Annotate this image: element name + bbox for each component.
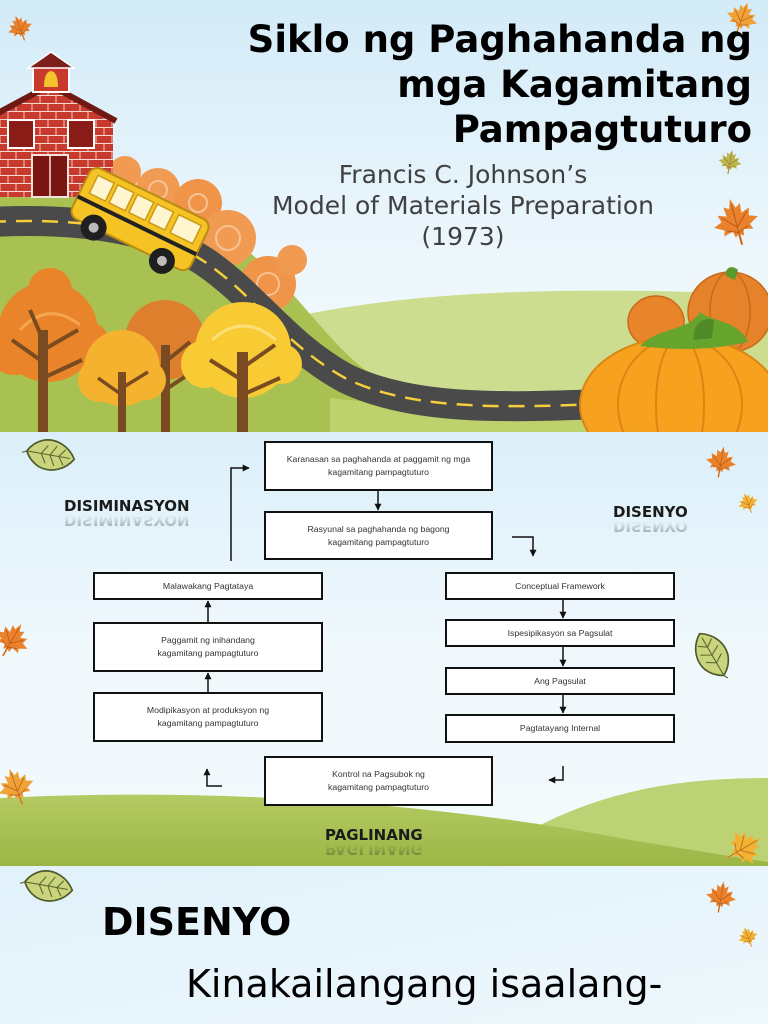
box-text-line: Ang Pagsulat xyxy=(534,675,586,686)
bell-icon xyxy=(44,71,58,87)
title-slide: Siklo ng Paghahanda ng mga Kagamitang Pa… xyxy=(0,0,768,432)
phase-label-disiminasyon: DISIMINASYON xyxy=(64,497,190,515)
phase-label-disenyo: DISENYO xyxy=(613,503,688,521)
autumn-tree-icon xyxy=(181,302,302,432)
flow-arrows xyxy=(203,464,567,787)
box-text-line: Conceptual Framework xyxy=(515,580,605,591)
slide-heading: DISENYO xyxy=(102,900,292,944)
box-text-line: Karanasan sa paghahanda at paggamit ng m… xyxy=(286,454,471,464)
box-text-line: Modipikasyon at produksyon ng xyxy=(146,705,270,715)
subtitle-line: Francis C. Johnson’s xyxy=(338,160,588,189)
box-text-line: Paggamit ng inihandang xyxy=(161,635,255,645)
text-slide-background xyxy=(0,866,768,1024)
box-text-line: kagamitang pampagtuturo xyxy=(328,536,429,547)
box-ispesipikasyon: Ispesipikasyon sa Pagsulat xyxy=(445,619,675,647)
school-bus-icon xyxy=(70,167,210,274)
arrow-icon xyxy=(203,768,222,787)
slide-title-line: Pampagtuturo xyxy=(452,108,752,151)
box-pagtatayang-internal: Pagtatayang Internal xyxy=(445,714,675,743)
box-text-line: kagamitang pampagtuturo xyxy=(328,782,429,792)
box-text-line: Rasyunal sa paghahanda ng bagong xyxy=(307,523,450,534)
box-text-line: kagamitang pampagtuturo xyxy=(157,648,259,658)
subtitle-line: (1973) xyxy=(421,222,505,251)
box-modipikasyon: Modipikasyon at produksyon ng kagamitang… xyxy=(93,692,323,742)
pumpkin-icon xyxy=(579,267,768,432)
box-karanasan: Karanasan sa paghahanda at paggamit ng m… xyxy=(264,441,493,491)
diagram-slide: DISIMINASYON DISENYO PAGLINANG Karanasan… xyxy=(0,432,768,866)
slide-title-line: mga Kagamitang xyxy=(397,63,752,106)
box-malawakang-pagtataya: Malawakang Pagtataya xyxy=(93,572,323,600)
box-text-line: Kontrol na Pagsubok ng xyxy=(332,769,425,779)
box-rasyunal: Rasyunal sa paghahanda ng bagong kagamit… xyxy=(264,511,493,560)
box-text-line: kagamitang pampagtuturo xyxy=(328,467,429,477)
phase-label-paglinang: PAGLINANG xyxy=(325,826,423,844)
autumn-tree-icon xyxy=(78,330,166,432)
slide-title: Siklo ng Paghahanda ng mga Kagamitang Pa… xyxy=(192,17,752,152)
arrow-icon xyxy=(548,766,564,784)
box-kontrol: Kontrol na Pagsubok ng kagamitang pampag… xyxy=(264,756,493,806)
arrow-icon xyxy=(230,464,250,561)
subtitle-line: Model of Materials Preparation xyxy=(271,191,654,220)
school-house-icon xyxy=(0,51,118,198)
text-slide: DISENYO Kinakailangang isaalang- xyxy=(0,866,768,1024)
box-text-line: Malawakang Pagtataya xyxy=(162,580,254,591)
slide-body-text: Kinakailangang isaalang- xyxy=(186,962,663,1006)
front-hill xyxy=(0,794,768,866)
title-slide-illustration xyxy=(0,0,768,432)
sky-background xyxy=(0,866,768,1024)
box-ang-pagsulat: Ang Pagsulat xyxy=(445,667,675,695)
box-text-line: kagamitang pampagtuturo xyxy=(157,718,259,728)
box-text-line: Ispesipikasyon sa Pagsulat xyxy=(507,627,613,638)
arrow-icon xyxy=(512,536,537,557)
slide-title-line: Siklo ng Paghahanda ng xyxy=(247,18,752,61)
box-paggamit: Paggamit ng inihandang kagamitang pampag… xyxy=(93,622,323,672)
box-text-line: Pagtatayang Internal xyxy=(519,723,601,733)
slide-subtitle: Francis C. Johnson’s Model of Materials … xyxy=(258,159,668,252)
box-conceptual-framework: Conceptual Framework xyxy=(445,572,675,600)
